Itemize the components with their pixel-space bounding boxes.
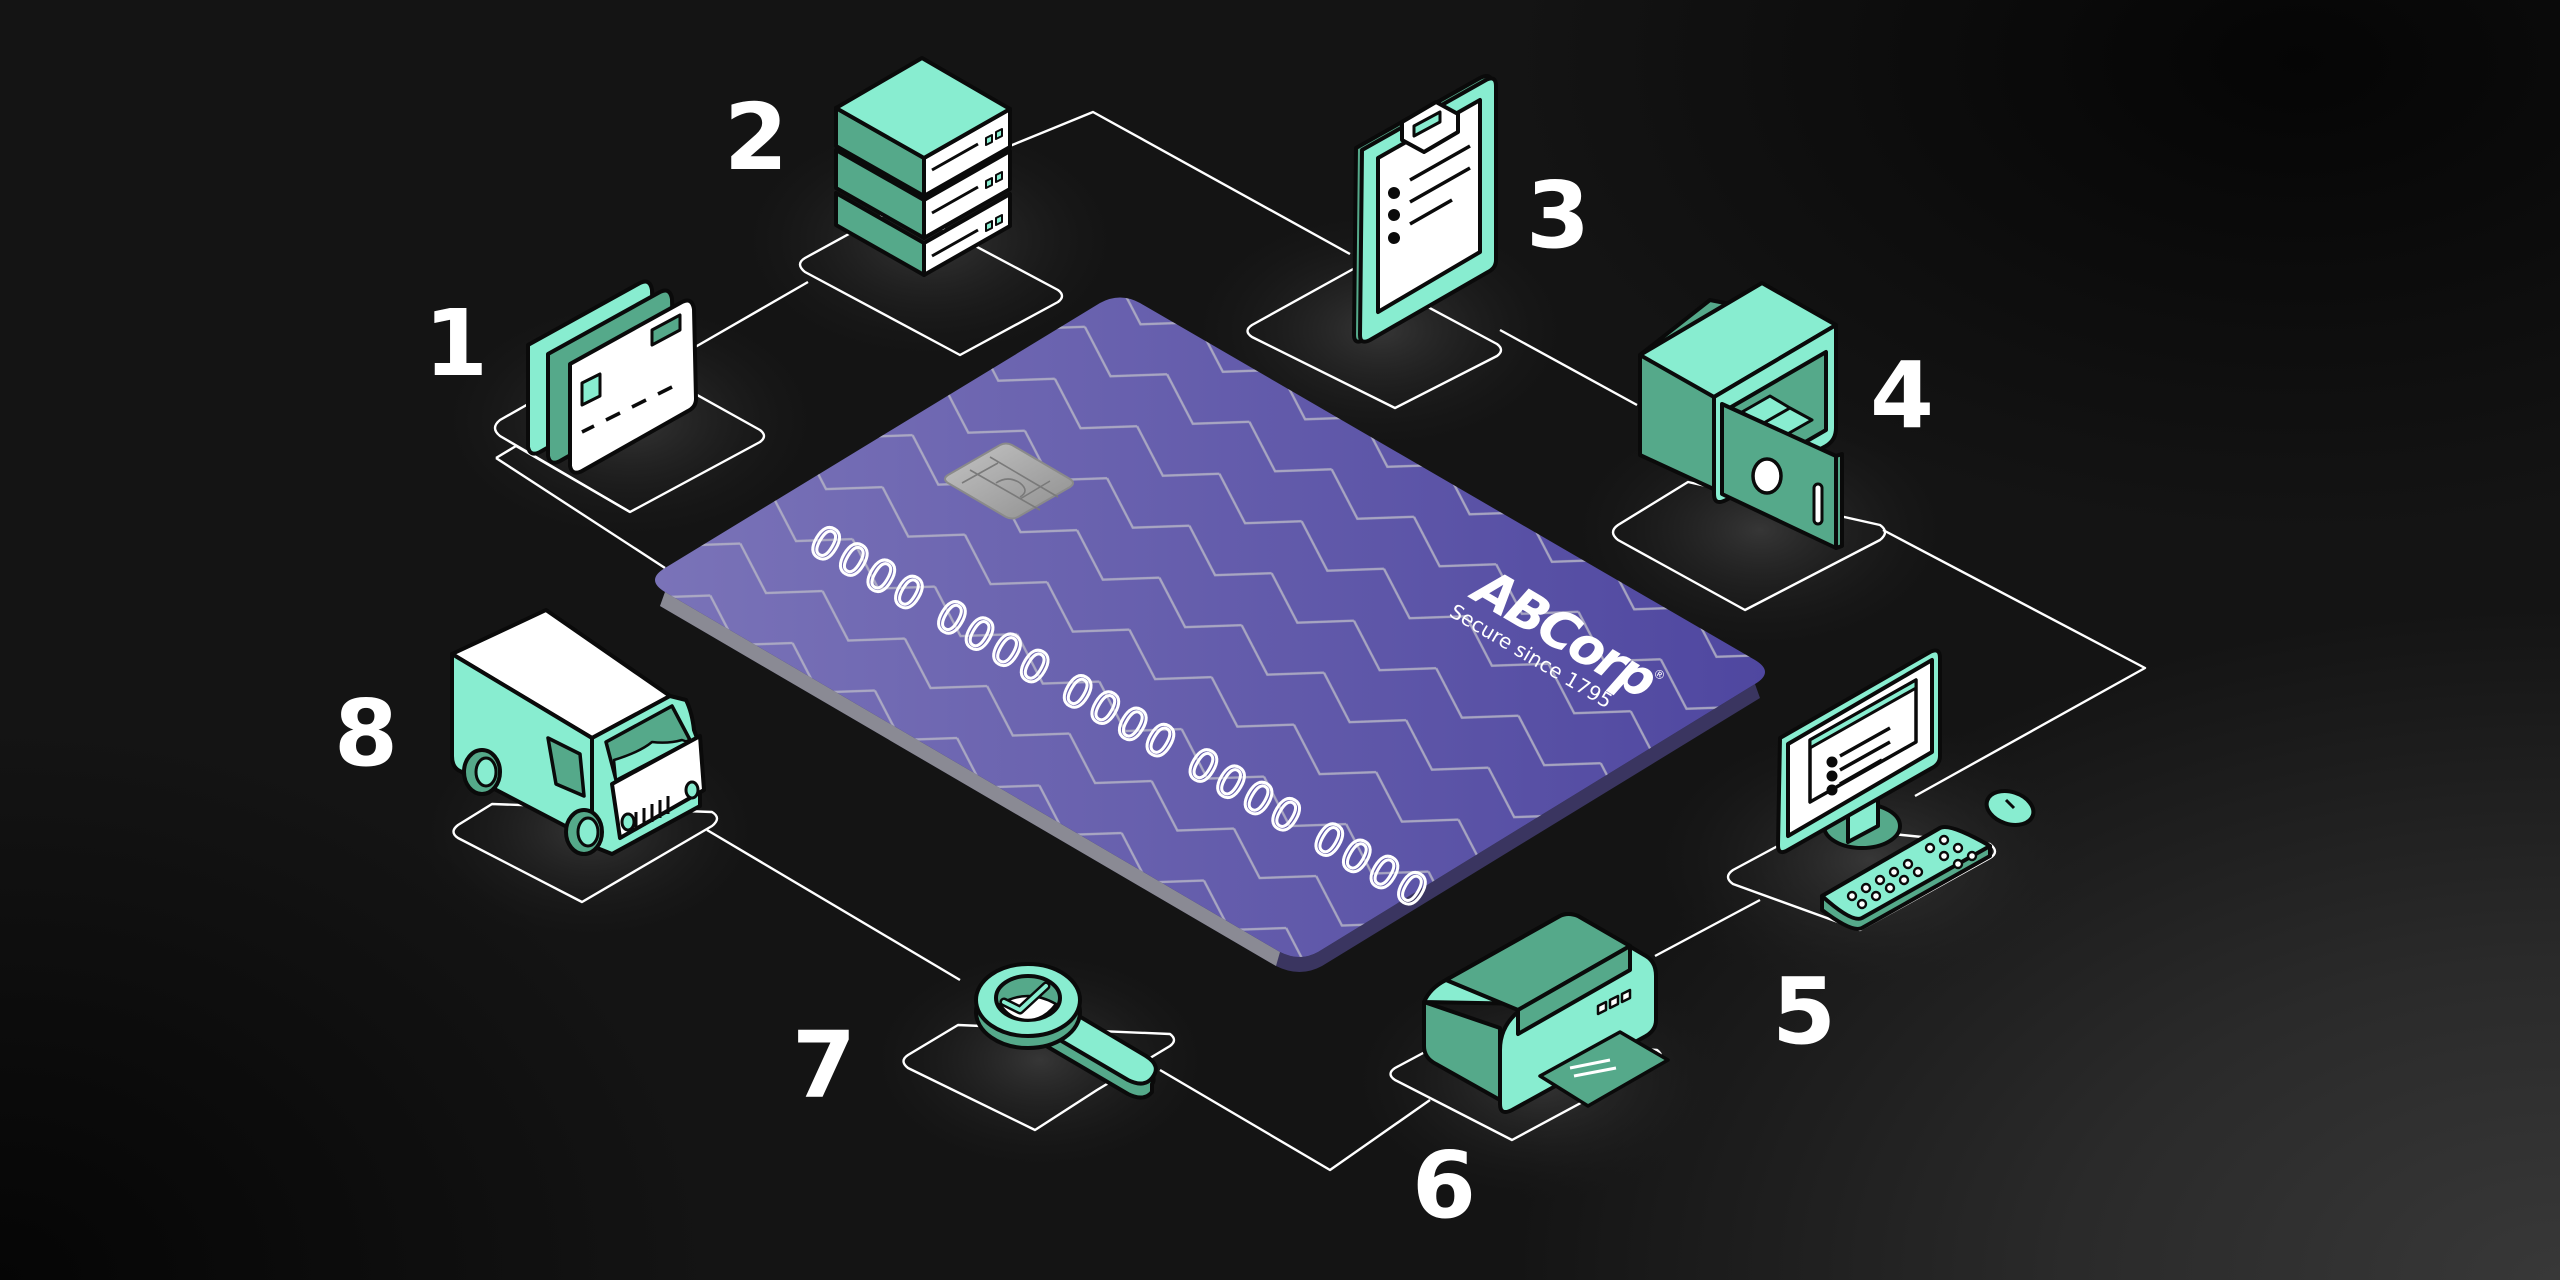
card-chevron-pattern [655, 297, 1765, 957]
step-number-1: 1 [424, 290, 489, 397]
step-number-3: 3 [1526, 162, 1591, 269]
magnifier-check-icon [974, 962, 1158, 1100]
platform-2 [798, 204, 1064, 357]
step-number-6: 6 [1412, 1132, 1477, 1239]
card-printer-icon [1422, 912, 1670, 1114]
computer-workstation-icon [1776, 648, 2036, 931]
platform-3 [1246, 266, 1503, 410]
step-number-7: 7 [792, 1012, 857, 1119]
platform-4 [1611, 480, 1887, 612]
armored-van-icon [450, 608, 706, 856]
step-number-2: 2 [724, 84, 789, 191]
platform-1 [493, 350, 766, 514]
clipboard-checklist-icon [1352, 74, 1498, 344]
platform-1-shadow [495, 444, 631, 514]
connector-lines [495, 110, 2147, 1172]
step-number-5: 5 [1772, 958, 1837, 1065]
server-stack-icon [834, 56, 1012, 277]
step-number-4: 4 [1870, 342, 1935, 449]
central-credit-card: 0000 0000 0000 0000 0000 ABCorp ® Secure… [655, 297, 1765, 972]
platform-8 [452, 802, 719, 904]
card-chip [944, 442, 1074, 520]
credit-cards-icon [526, 279, 698, 475]
step-number-8: 8 [334, 680, 399, 787]
vault-safe-icon [1638, 281, 1844, 550]
